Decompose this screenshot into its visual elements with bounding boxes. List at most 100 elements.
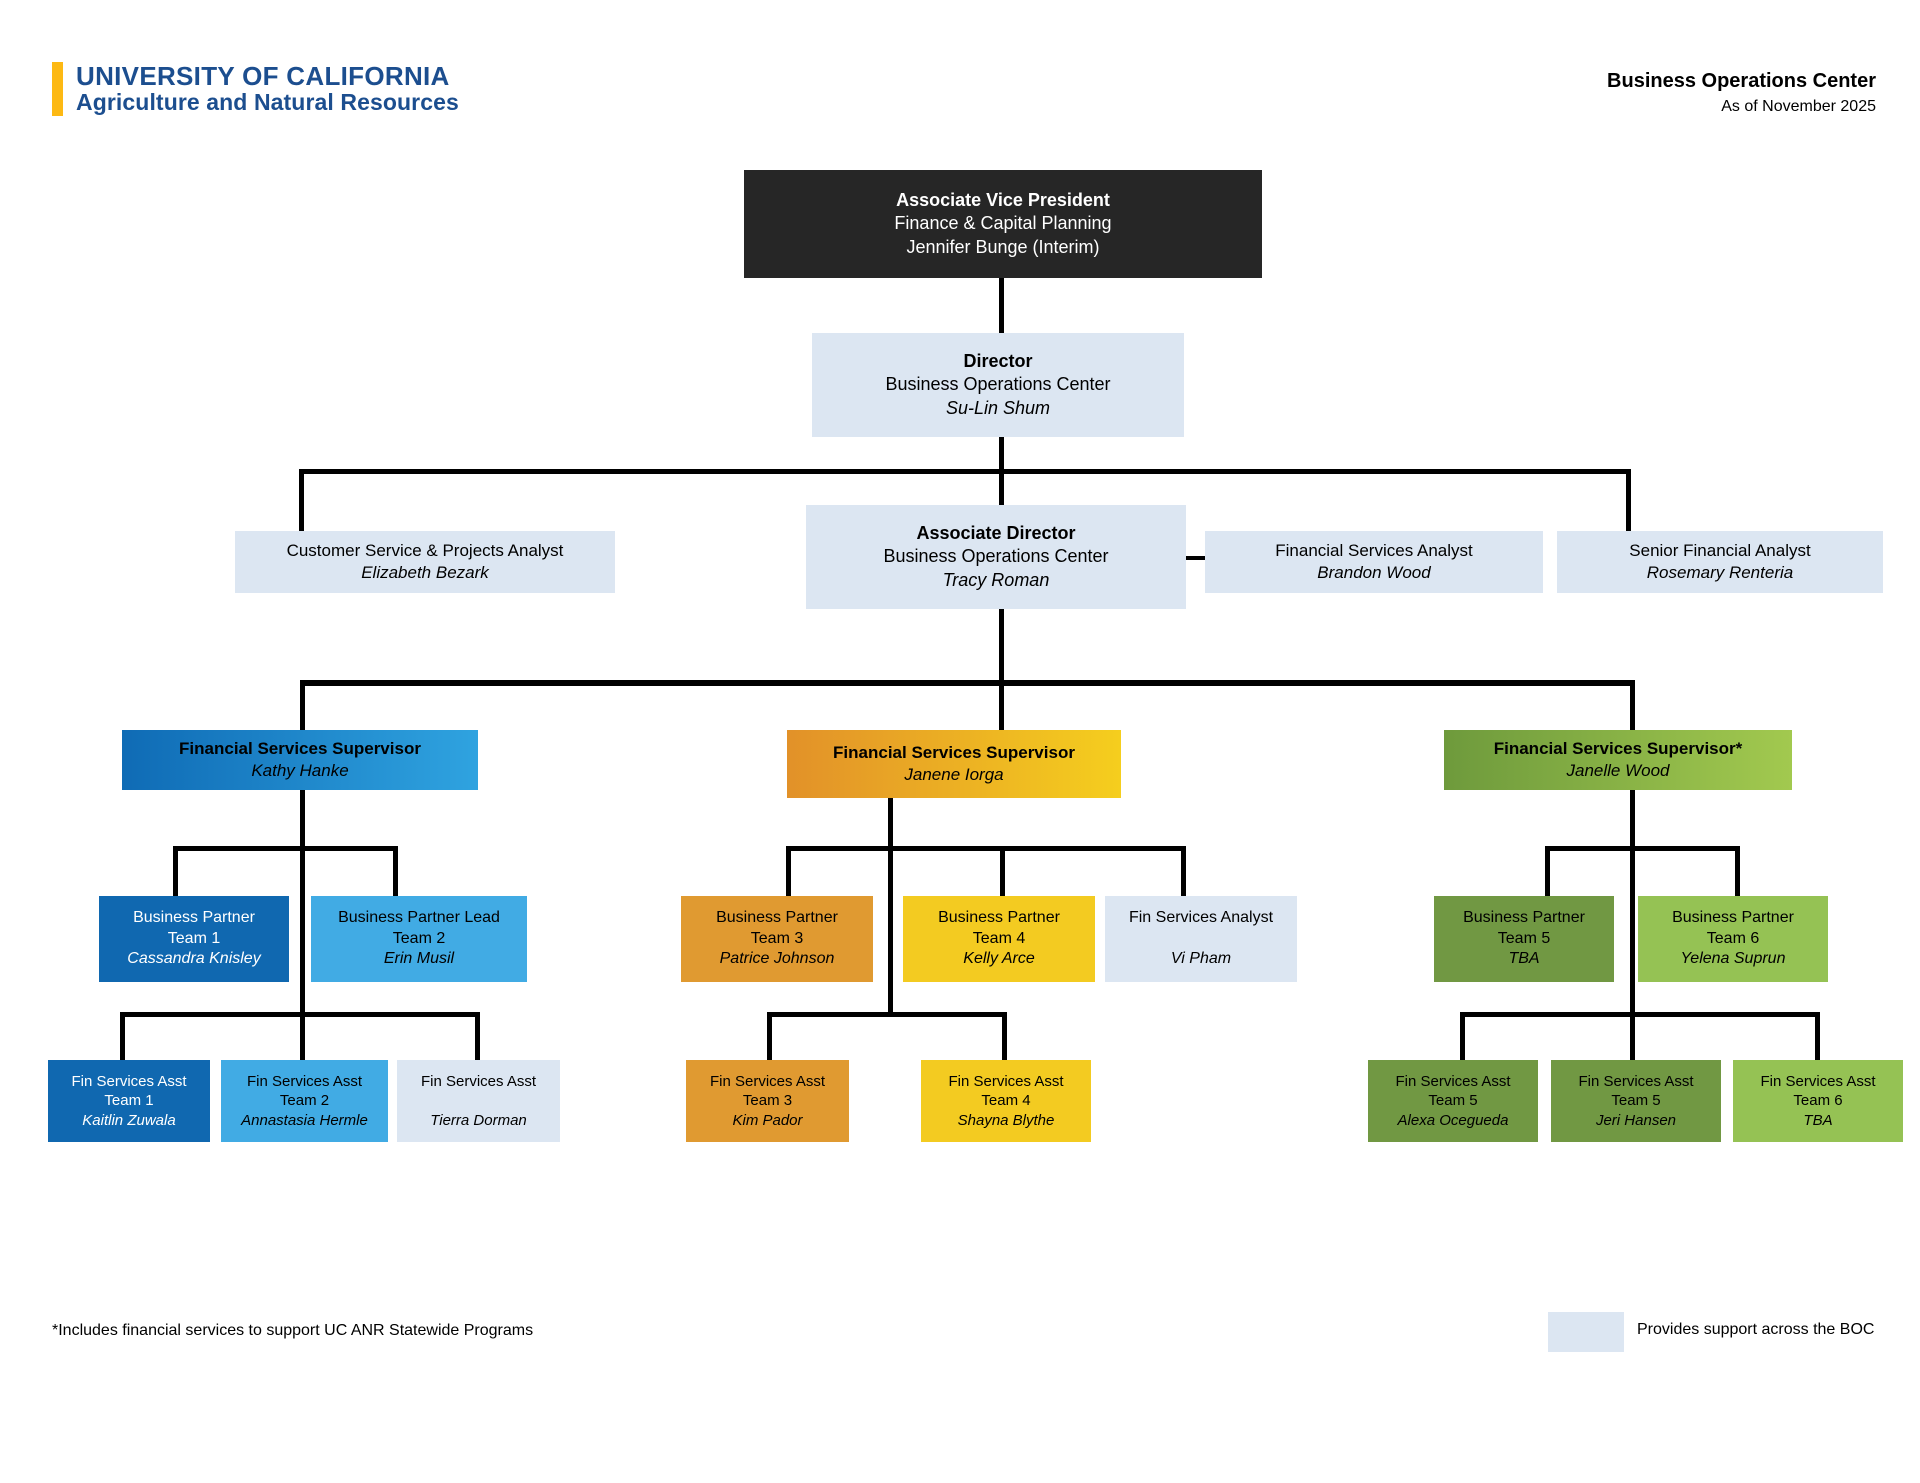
node-person: Elizabeth Bezark	[361, 563, 489, 582]
node-title: Business Partner	[1672, 909, 1794, 927]
page-title: Business Operations Center	[1607, 70, 1876, 92]
node-team: Team 5	[1428, 1092, 1478, 1110]
node-fin-services-asst-team-6[interactable]: Fin Services Asst Team 6 TBA	[1733, 1060, 1903, 1142]
node-supervisor-janene-iorga[interactable]: Financial Services Supervisor Janene Ior…	[787, 730, 1121, 798]
node-person: Cassandra Knisley	[127, 950, 261, 968]
node-person: Vi Pham	[1170, 950, 1232, 968]
node-person: Erin Musil	[383, 950, 455, 968]
node-title: Business Partner	[1463, 909, 1585, 927]
connector-director-down	[999, 437, 1004, 469]
node-associate-director[interactable]: Associate Director Business Operations C…	[806, 505, 1186, 609]
node-person: Jeri Hansen	[1595, 1111, 1677, 1129]
node-title: Fin Services Asst	[246, 1073, 363, 1091]
connector-blue-bus-to-bp-t1	[173, 846, 178, 896]
node-team: Team 2	[279, 1092, 330, 1110]
connector-orange-bp-bus	[786, 846, 1186, 851]
connector-green-bus-to-fa-t6	[1815, 1012, 1820, 1060]
node-person: Kathy Hanke	[251, 761, 349, 780]
node-person: Annastasia Hermle	[241, 1111, 368, 1129]
node-business-partner-team-4[interactable]: Business Partner Team 4 Kelly Arce	[903, 896, 1095, 982]
node-person: Yelena Suprun	[1680, 950, 1786, 968]
node-team: Team 4	[981, 1092, 1031, 1110]
node-business-partner-team-3[interactable]: Business Partner Team 3 Patrice Johnson	[681, 896, 873, 982]
connector-blue-bp-bus	[173, 846, 398, 851]
node-title: Fin Services Asst	[1760, 1073, 1876, 1091]
connector-green-bus-to-bp-t5	[1545, 846, 1550, 896]
connector-orange-bus-to-fa-t3	[767, 1012, 772, 1060]
node-person: Kelly Arce	[963, 950, 1035, 968]
node-title: Business Partner	[716, 909, 838, 927]
node-fin-services-asst-tierra-dorman[interactable]: Fin Services Asst Tierra Dorman	[397, 1060, 560, 1142]
connector-sup-orange-down	[888, 798, 893, 846]
node-team: Team 1	[167, 929, 221, 947]
node-fin-services-analyst-vi-pham[interactable]: Fin Services Analyst Vi Pham	[1105, 896, 1297, 982]
connector-bus-to-sup-blue	[300, 680, 305, 730]
footnote-text: *Includes financial services to support …	[52, 1322, 534, 1339]
node-business-partner-team-6[interactable]: Business Partner Team 6 Yelena Suprun	[1638, 896, 1828, 982]
node-person: Rosemary Renteria	[1646, 563, 1794, 582]
connector-assocdir-down	[999, 604, 1004, 680]
connector-blue-bus-to-fa-t2	[300, 1012, 305, 1060]
connector-orange-bus-to-fin-analyst-vi	[1181, 846, 1186, 896]
node-title: Fin Services Asst	[1395, 1073, 1511, 1091]
connector-green-asst-bus	[1460, 1012, 1820, 1017]
node-person: TBA	[1803, 1111, 1833, 1129]
connector-supervisor-bus	[300, 680, 1635, 686]
node-fin-services-asst-team-1[interactable]: Fin Services Asst Team 1 Kaitlin Zuwala	[48, 1060, 210, 1142]
connector-bus-to-senior-analyst	[1626, 469, 1631, 531]
node-person: Kim Pador	[732, 1111, 803, 1129]
header-right: Business Operations Center As of Novembe…	[1607, 68, 1876, 119]
node-supervisor-janelle-wood[interactable]: Financial Services Supervisor* Janelle W…	[1444, 730, 1792, 790]
node-financial-services-analyst[interactable]: Financial Services Analyst Brandon Wood	[1205, 531, 1543, 593]
node-title: Fin Services Asst	[420, 1073, 537, 1091]
node-team: Team 6	[1793, 1092, 1843, 1110]
node-fin-services-asst-team-2[interactable]: Fin Services Asst Team 2 Annastasia Herm…	[221, 1060, 388, 1142]
connector-orange-asst-bus	[767, 1012, 1007, 1017]
connector-bus-to-cs-analyst	[299, 469, 304, 531]
connector-blue-bus-to-fa-dorman	[475, 1012, 480, 1060]
connector-green-bus-to-bp-t6	[1735, 846, 1740, 896]
connector-green-bus-through	[1630, 846, 1635, 1012]
node-unit: Business Operations Center	[883, 546, 1109, 567]
connector-sup-green-down	[1630, 790, 1635, 846]
node-title: Director	[963, 351, 1033, 372]
node-fin-services-asst-team-5-jeri[interactable]: Fin Services Asst Team 5 Jeri Hansen	[1551, 1060, 1721, 1142]
node-person: TBA	[1508, 950, 1540, 968]
node-person: Tierra Dorman	[430, 1111, 527, 1129]
node-associate-vice-president[interactable]: Associate Vice President Finance & Capit…	[744, 170, 1262, 278]
node-business-partner-team-5[interactable]: Business Partner Team 5 TBA	[1434, 896, 1614, 982]
node-fin-services-asst-team-5-alexa[interactable]: Fin Services Asst Team 5 Alexa Ocegueda	[1368, 1060, 1538, 1142]
connector-orange-bus-to-bp-t3	[786, 846, 791, 896]
logo-accent-bar	[52, 62, 63, 116]
connector-orange-bus-to-bp-t4	[1000, 846, 1005, 896]
node-title: Financial Services Analyst	[1275, 541, 1473, 561]
connector-bus-to-sup-orange	[999, 680, 1004, 730]
node-title: Business Partner	[133, 909, 255, 927]
connector-green-bp-bus	[1545, 846, 1740, 851]
connector-row3-bus	[299, 469, 1631, 474]
connector-bus-to-sup-green	[1630, 680, 1635, 730]
connector-blue-bus-through	[300, 846, 305, 1012]
node-team: Team 5	[1611, 1092, 1661, 1110]
node-senior-financial-analyst[interactable]: Senior Financial Analyst Rosemary Renter…	[1557, 531, 1883, 593]
node-person: Kaitlin Zuwala	[82, 1111, 176, 1129]
node-title: Fin Services Analyst	[1128, 909, 1274, 927]
node-title: Fin Services Asst	[709, 1073, 826, 1091]
node-supervisor-kathy-hanke[interactable]: Financial Services Supervisor Kathy Hank…	[122, 730, 478, 790]
node-title: Customer Service & Projects Analyst	[286, 541, 564, 561]
connector-blue-bus-to-bp-t2	[393, 846, 398, 896]
node-fin-services-asst-team-4[interactable]: Fin Services Asst Team 4 Shayna Blythe	[921, 1060, 1091, 1142]
node-unit: Business Operations Center	[885, 374, 1111, 395]
node-business-partner-lead-team-2[interactable]: Business Partner Lead Team 2 Erin Musil	[311, 896, 527, 982]
node-fin-services-asst-team-3[interactable]: Fin Services Asst Team 3 Kim Pador	[686, 1060, 849, 1142]
node-team: Team 3	[750, 929, 804, 947]
node-person: Su-Lin Shum	[945, 397, 1051, 418]
node-director[interactable]: Director Business Operations Center Su-L…	[812, 333, 1184, 437]
connector-bus-to-assoc-director	[999, 469, 1004, 505]
node-business-partner-team-1[interactable]: Business Partner Team 1 Cassandra Knisle…	[99, 896, 289, 982]
node-customer-service-projects-analyst[interactable]: Customer Service & Projects Analyst Eliz…	[235, 531, 615, 593]
node-title: Financial Services Supervisor*	[1493, 739, 1743, 759]
connector-sup-blue-down	[300, 790, 305, 846]
node-team: Team 1	[104, 1092, 154, 1110]
